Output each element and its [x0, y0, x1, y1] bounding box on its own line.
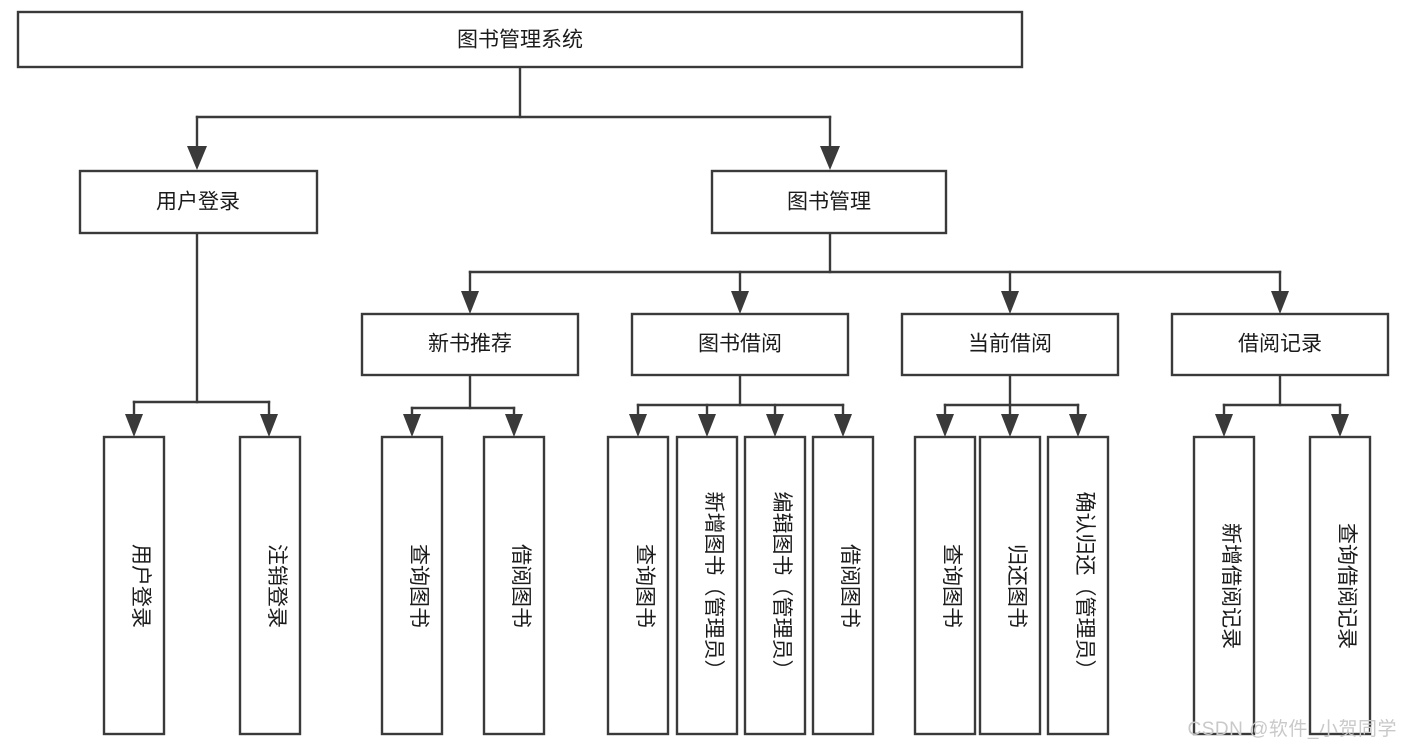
node-leaf-logout[interactable]: 注销登录 [238, 435, 302, 736]
node-rect-leaf-borrow-book-2[interactable] [811, 435, 875, 736]
node-leaf-query-record[interactable]: 查询借阅记录 [1308, 435, 1372, 736]
arrow-to-leaf-edit-book [766, 414, 784, 437]
node-label-current-borrow: 当前借阅 [968, 333, 1052, 356]
node-leaf-edit-book[interactable]: 编辑图书（管理员） [743, 435, 807, 736]
node-rect-leaf-query-record[interactable] [1308, 435, 1372, 736]
node-label-leaf-edit-book: 编辑图书（管理员） [770, 492, 793, 681]
node-rect-borrow-record[interactable] [1170, 312, 1390, 377]
arrow-to-leaf-user-login [125, 414, 143, 437]
node-rect-user-login[interactable] [78, 169, 319, 235]
arrow-to-leaf-borrow-book-1 [505, 414, 523, 437]
node-label-leaf-return-book: 归还图书 [1005, 544, 1028, 628]
node-label-book-management: 图书管理 [787, 191, 871, 214]
node-new-book-recommend[interactable]: 新书推荐 [360, 312, 580, 377]
node-rect-leaf-logout[interactable] [238, 435, 302, 736]
node-rect-leaf-add-book[interactable] [675, 435, 739, 736]
node-leaf-add-record[interactable]: 新增借阅记录 [1192, 435, 1256, 736]
node-rect-book-borrow[interactable] [630, 312, 850, 377]
node-leaf-return-book[interactable]: 归还图书 [978, 435, 1042, 736]
node-book-management-system[interactable]: 图书管理系统 [16, 10, 1024, 69]
node-book-borrow[interactable]: 图书借阅 [630, 312, 850, 377]
node-label-leaf-add-book: 新增图书（管理员） [702, 492, 725, 681]
node-rect-leaf-borrow-book-1[interactable] [482, 435, 546, 736]
arrow-to-book-borrow [731, 291, 749, 314]
connector-layer [125, 65, 1349, 437]
node-rect-leaf-edit-book[interactable] [743, 435, 807, 736]
node-label-leaf-confirm-return: 确认归还（管理员） [1073, 492, 1096, 681]
node-rect-current-borrow[interactable] [900, 312, 1120, 377]
node-label-borrow-record: 借阅记录 [1238, 333, 1322, 356]
node-label-root: 图书管理系统 [457, 29, 583, 52]
node-rect-leaf-query-book-3[interactable] [913, 435, 977, 736]
node-label-user-login: 用户登录 [156, 191, 240, 214]
node-rect-new-book-recommend[interactable] [360, 312, 580, 377]
node-label-book-borrow: 图书借阅 [698, 333, 782, 356]
node-leaf-borrow-book-1[interactable]: 借阅图书 [482, 435, 546, 736]
arrow-to-leaf-query-record [1331, 414, 1349, 437]
arrow-to-borrow-record [1271, 291, 1289, 314]
node-rect-leaf-confirm-return[interactable] [1046, 435, 1110, 736]
node-leaf-user-login[interactable]: 用户登录 [102, 435, 166, 736]
node-rect-book-management[interactable] [710, 169, 948, 235]
node-label-leaf-add-record: 新增借阅记录 [1219, 523, 1242, 649]
arrow-to-leaf-query-book-2 [629, 414, 647, 437]
arrow-to-leaf-add-book [698, 414, 716, 437]
arrow-to-leaf-borrow-book-2 [834, 414, 852, 437]
node-leaf-query-book-2[interactable]: 查询图书 [606, 435, 670, 736]
node-label-leaf-query-book-1: 查询图书 [407, 544, 430, 628]
arrow-to-leaf-confirm-return [1069, 414, 1087, 437]
arrow-to-new-book-recommend [461, 291, 479, 314]
node-leaf-add-book[interactable]: 新增图书（管理员） [675, 435, 739, 736]
node-rect-leaf-query-book-1[interactable] [380, 435, 444, 736]
node-label-leaf-user-login: 用户登录 [129, 544, 152, 628]
arrow-to-leaf-logout [260, 414, 278, 437]
node-leaf-borrow-book-2[interactable]: 借阅图书 [811, 435, 875, 736]
node-label-new-book-recommend: 新书推荐 [428, 333, 512, 356]
arrow-to-current-borrow [1001, 291, 1019, 314]
node-leaf-confirm-return[interactable]: 确认归还（管理员） [1046, 435, 1110, 736]
arrow-to-book-management [820, 146, 840, 170]
node-rect-leaf-return-book[interactable] [978, 435, 1042, 736]
node-label-leaf-logout: 注销登录 [265, 544, 288, 628]
node-borrow-record[interactable]: 借阅记录 [1170, 312, 1390, 377]
node-user-login[interactable]: 用户登录 [78, 169, 319, 235]
node-label-leaf-query-book-2: 查询图书 [633, 544, 656, 628]
arrow-to-user-login [187, 146, 207, 170]
node-rect-root[interactable] [16, 10, 1024, 69]
node-label-leaf-borrow-book-1: 借阅图书 [509, 544, 532, 628]
node-rect-leaf-user-login[interactable] [102, 435, 166, 736]
node-rect-leaf-query-book-2[interactable] [606, 435, 670, 736]
arrow-to-leaf-query-book-1 [403, 414, 421, 437]
arrow-to-leaf-return-book [1001, 414, 1019, 437]
node-label-leaf-query-book-3: 查询图书 [940, 544, 963, 628]
arrow-to-leaf-add-record [1215, 414, 1233, 437]
node-leaf-query-book-3[interactable]: 查询图书 [913, 435, 977, 736]
node-rect-leaf-add-record[interactable] [1192, 435, 1256, 736]
node-book-management[interactable]: 图书管理 [710, 169, 948, 235]
node-label-leaf-borrow-book-2: 借阅图书 [838, 544, 861, 628]
arrow-to-leaf-query-book-3 [936, 414, 954, 437]
node-label-leaf-query-record: 查询借阅记录 [1335, 523, 1358, 649]
node-leaf-query-book-1[interactable]: 查询图书 [380, 435, 444, 736]
node-current-borrow[interactable]: 当前借阅 [900, 312, 1120, 377]
